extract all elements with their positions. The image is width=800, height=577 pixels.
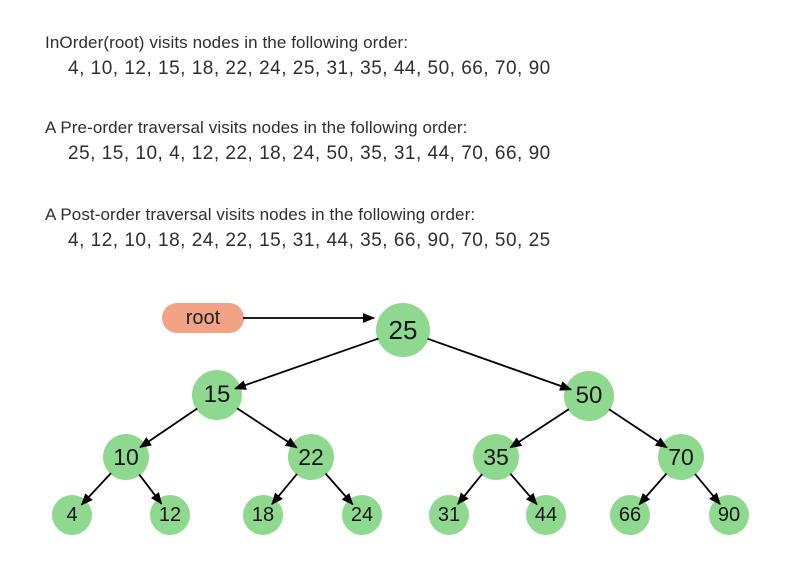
edge-15-to-10 (139, 407, 198, 449)
edge-25-to-50 (427, 337, 573, 391)
tree-node-12: 12 (150, 495, 190, 535)
root-label-text: root (185, 306, 221, 329)
postorder-heading: A Post-order traversal visits nodes in t… (45, 205, 476, 224)
edge-25-to-15 (233, 337, 379, 390)
tree-node-15: 15 (192, 370, 242, 420)
preorder-description: A Pre-order traversal visits nodes in th… (45, 115, 551, 167)
preorder-sequence: 25, 15, 10, 4, 12, 22, 18, 24, 50, 35, 3… (68, 143, 551, 164)
edge-50-to-70 (608, 408, 668, 449)
tree-node-44: 44 (526, 495, 566, 535)
inorder-description: InOrder(root) visits nodes in the follow… (45, 30, 551, 82)
postorder-sequence: 4, 12, 10, 18, 24, 22, 15, 31, 44, 35, 6… (68, 230, 551, 251)
tree-node-35: 35 (473, 434, 519, 480)
tree-node-90: 90 (709, 495, 749, 535)
tree-node-25: 25 (376, 303, 430, 357)
edge-50-to-35 (509, 408, 570, 449)
tree-node-50: 50 (564, 371, 614, 421)
inorder-sequence: 4, 10, 12, 15, 18, 22, 24, 25, 31, 35, 4… (68, 58, 551, 79)
tree-node-66: 66 (610, 495, 650, 535)
root-pointer-label: root (162, 303, 244, 333)
inorder-heading: InOrder(root) visits nodes in the follow… (45, 33, 409, 52)
tree-node-22: 22 (288, 434, 334, 480)
postorder-description: A Post-order traversal visits nodes in t… (45, 202, 551, 254)
tree-node-31: 31 (429, 495, 469, 535)
tree-node-18: 18 (243, 495, 283, 535)
edge-15-to-22 (236, 407, 298, 449)
preorder-heading: A Pre-order traversal visits nodes in th… (45, 118, 468, 137)
tree-node-70: 70 (658, 434, 704, 480)
tree-node-24: 24 (342, 495, 382, 535)
tree-node-10: 10 (103, 434, 149, 480)
tree-node-4: 4 (52, 495, 92, 535)
